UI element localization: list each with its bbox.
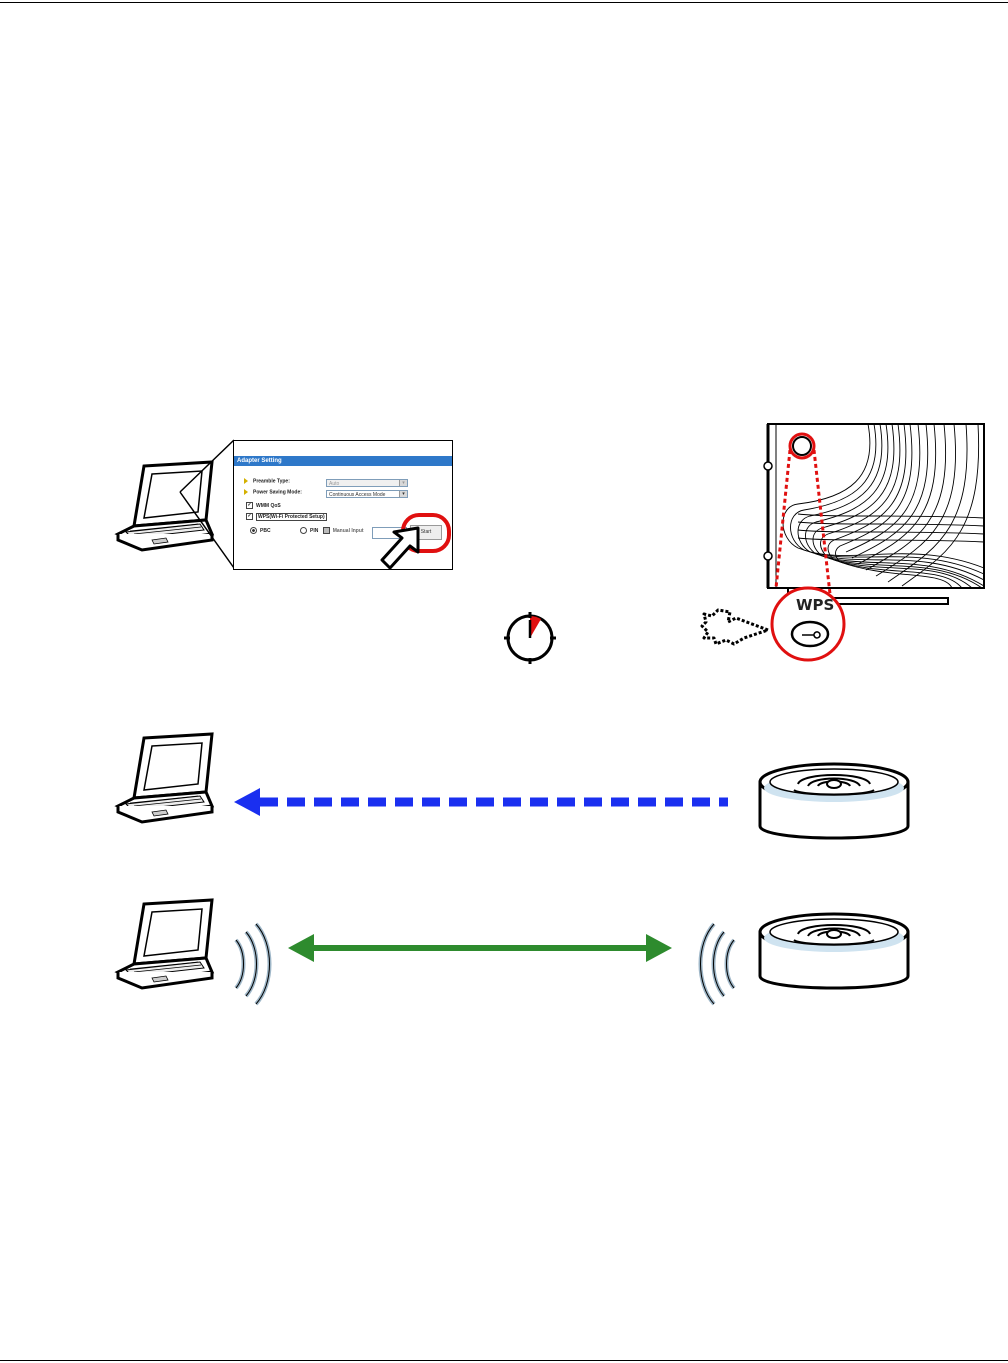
wireless-signal-icon	[688, 922, 738, 1012]
preamble-select[interactable]: Auto ▾	[326, 479, 408, 487]
preamble-label: Preamble Type:	[253, 478, 290, 484]
wps-row[interactable]: ✓WPS(Wi-Fi Protected Setup)	[246, 513, 327, 520]
wireless-signal-icon	[234, 922, 284, 1012]
chevron-down-icon[interactable]: ▾	[399, 480, 407, 486]
pbc-option[interactable]: PBC	[250, 527, 271, 534]
footer-rule	[0, 1360, 1008, 1361]
connection-arrow	[288, 930, 674, 966]
preamble-value: Auto	[329, 481, 339, 487]
wps-checkbox[interactable]: ✓	[246, 513, 253, 520]
preamble-row: Preamble Type:	[244, 478, 290, 484]
laptop-icon	[114, 734, 216, 824]
dialog-title: Adapter Setting	[234, 456, 452, 466]
pin-option[interactable]: PIN Manual Input	[300, 527, 364, 534]
wps-label: WPS(Wi-Fi Protected Setup)	[256, 513, 327, 521]
pin-label: PIN	[310, 528, 318, 534]
chevron-down-icon[interactable]: ▾	[399, 491, 407, 497]
power-saving-row: Power Saving Mode:	[244, 489, 302, 495]
cursor-arrow-icon	[378, 524, 428, 576]
manual-input-label: Manual Input	[333, 528, 364, 534]
power-saving-label: Power Saving Mode:	[253, 489, 302, 495]
pbc-label: PBC	[260, 528, 271, 534]
bullet-icon	[244, 478, 248, 484]
wmm-qos-row[interactable]: ✓WMM QoS	[246, 502, 281, 509]
laptop-icon	[114, 900, 216, 990]
router-device-illustration	[758, 418, 988, 658]
wps-button-label: WPS	[796, 596, 834, 614]
manual-input-checkbox[interactable]	[323, 527, 330, 534]
discovery-arrow	[232, 788, 732, 818]
header-rule	[0, 2, 1008, 3]
wmm-qos-checkbox[interactable]: ✓	[246, 502, 253, 509]
power-saving-select[interactable]: Continuous Access Mode ▾	[326, 490, 408, 498]
router-icon	[758, 760, 914, 848]
pbc-radio[interactable]	[250, 527, 257, 534]
router-icon	[758, 910, 914, 998]
bullet-icon	[244, 489, 248, 495]
pin-radio[interactable]	[300, 527, 307, 534]
power-saving-value: Continuous Access Mode	[329, 492, 385, 498]
hand-pointer-icon	[700, 608, 770, 648]
timer-icon	[500, 608, 560, 668]
wmm-qos-label: WMM QoS	[256, 503, 281, 509]
